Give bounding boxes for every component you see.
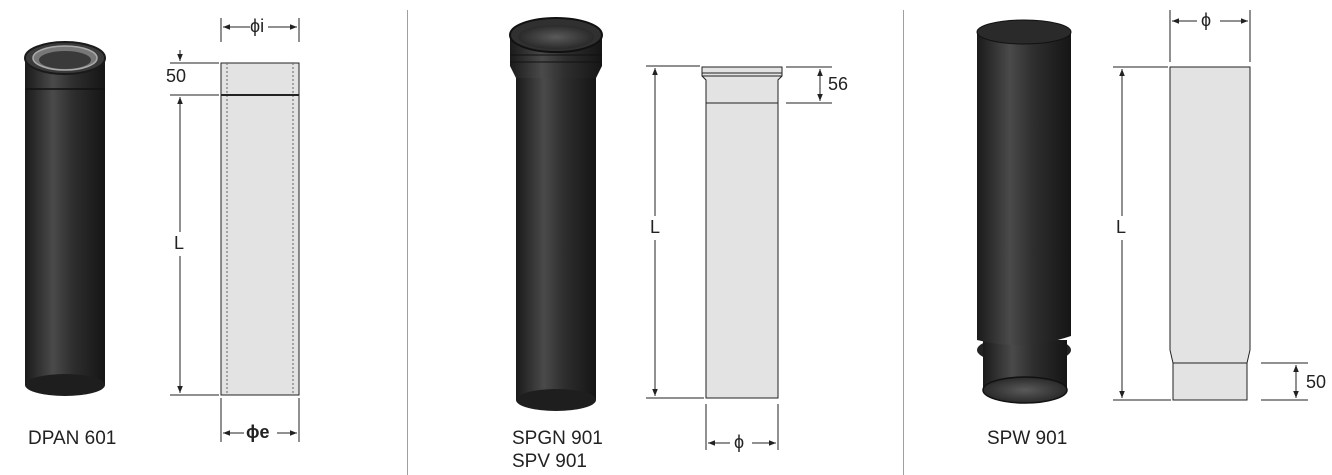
pipe-drawing-spgn: [646, 65, 832, 450]
divider-1: [407, 10, 408, 475]
dim-socket-spgn: 56: [828, 74, 849, 94]
product-spw: [976, 10, 1308, 404]
pipe-drawing-dpan: [170, 18, 300, 442]
pipe-drawing-spw: [1113, 10, 1308, 401]
model-label-spv: SPV 901: [512, 451, 587, 472]
dim-length-spgn: L: [650, 217, 661, 237]
product-dpan: [24, 18, 300, 442]
dim-top-width-dpan: ϕi: [250, 16, 265, 36]
pipe-render-spgn: [509, 17, 603, 411]
dim-bottom-width-dpan: ϕe: [246, 422, 270, 442]
dim-socket-dpan: 50: [166, 66, 187, 86]
dim-bottom-width-spgn: ϕ: [734, 432, 745, 452]
divider-2: [903, 10, 904, 475]
pipe-render-dpan: [24, 41, 106, 396]
product-spgn: [509, 17, 832, 450]
model-label-dpan: DPAN 601: [28, 428, 117, 449]
dim-length-spw: L: [1116, 217, 1127, 237]
dim-top-width-spw: ϕ: [1201, 10, 1212, 30]
dim-spigot-spw: 50: [1306, 372, 1327, 392]
dim-length-dpan: L: [174, 233, 185, 253]
model-label-spw: SPW 901: [987, 428, 1068, 449]
model-label-spgn: SPGN 901: [512, 428, 603, 449]
pipe-render-spw: [976, 19, 1072, 404]
